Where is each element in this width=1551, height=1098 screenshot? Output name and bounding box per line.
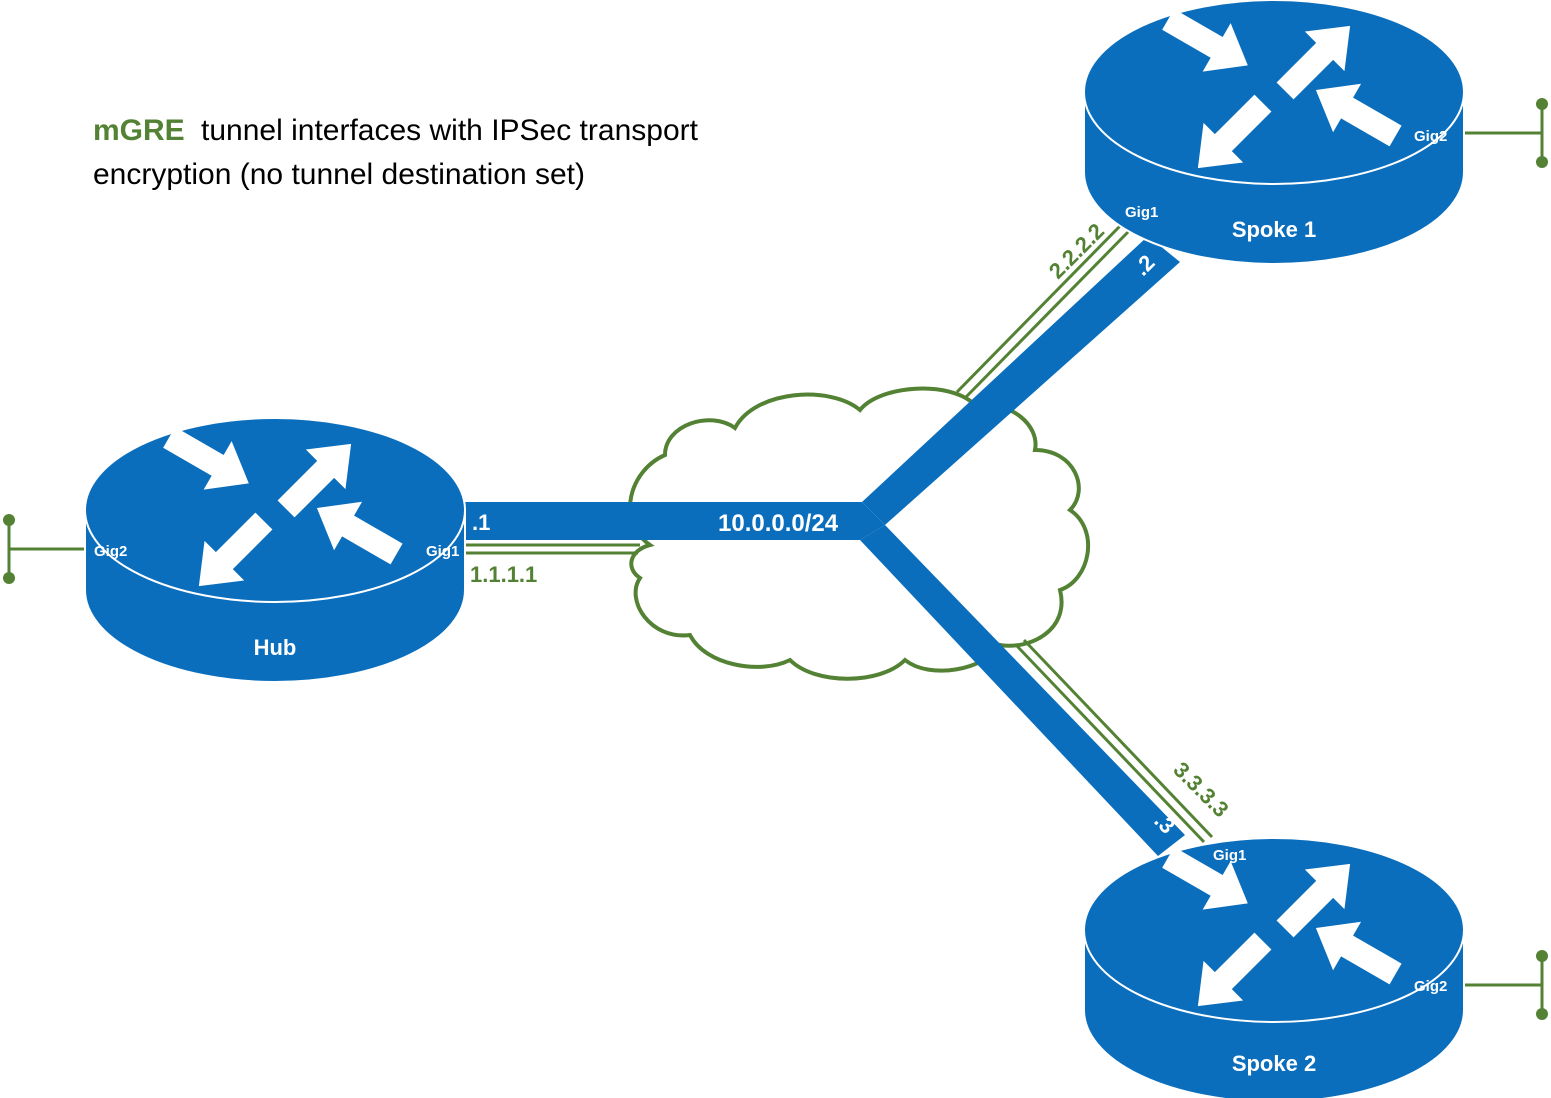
spoke2-iface-gig1: Gig1 bbox=[1213, 847, 1246, 864]
link-spoke2 bbox=[860, 525, 1185, 856]
underlay-links bbox=[462, 236, 1185, 856]
subnet-label: 10.0.0.0/24 bbox=[718, 510, 839, 537]
tunnel-line-spoke2-a bbox=[1014, 643, 1206, 844]
lan-stub-icon bbox=[3, 514, 85, 584]
lan-stub-icon bbox=[1464, 98, 1548, 168]
spoke1-tunnel-ip: 2.2.2.2 bbox=[1044, 218, 1109, 283]
caption-line-1: mGRE tunnel interfaces with IPSec transp… bbox=[93, 114, 699, 147]
tunnel-line-spoke1-a bbox=[955, 224, 1122, 394]
spoke2-tunnel-ip: 3.3.3.3 bbox=[1168, 757, 1233, 822]
hub-iface-gig2: Gig2 bbox=[94, 543, 127, 560]
router-name-hub: Hub bbox=[254, 635, 297, 660]
hub-host-octet: .1 bbox=[472, 510, 490, 535]
router-name-spoke1: Spoke 1 bbox=[1232, 217, 1316, 242]
spoke1-iface-gig2: Gig2 bbox=[1414, 128, 1447, 145]
tunnel-line-spoke1-b bbox=[963, 230, 1130, 400]
hub-tunnel-ip: 1.1.1.1 bbox=[470, 562, 537, 587]
spoke2-iface-gig2: Gig2 bbox=[1414, 978, 1447, 995]
hub-iface-gig1: Gig1 bbox=[426, 543, 459, 560]
link-hub-core bbox=[640, 502, 885, 540]
caption-accent: mGRE bbox=[93, 114, 185, 147]
lan-stub-icon bbox=[1464, 950, 1548, 1020]
link-hub bbox=[462, 502, 650, 540]
router-icon bbox=[84, 413, 466, 683]
router-icon bbox=[1083, 833, 1465, 1098]
caption-line-2: encryption (no tunnel destination set) bbox=[93, 158, 585, 191]
router-icon bbox=[1083, 0, 1465, 265]
router-name-spoke2: Spoke 2 bbox=[1232, 1051, 1316, 1076]
link-spoke1 bbox=[862, 236, 1180, 525]
tunnel-line-spoke2-b bbox=[1022, 638, 1214, 839]
spoke1-iface-gig1: Gig1 bbox=[1125, 204, 1158, 221]
tunnel-lines bbox=[462, 224, 1214, 844]
caption-line-1-rest: tunnel interfaces with IPSec transport bbox=[201, 114, 699, 147]
